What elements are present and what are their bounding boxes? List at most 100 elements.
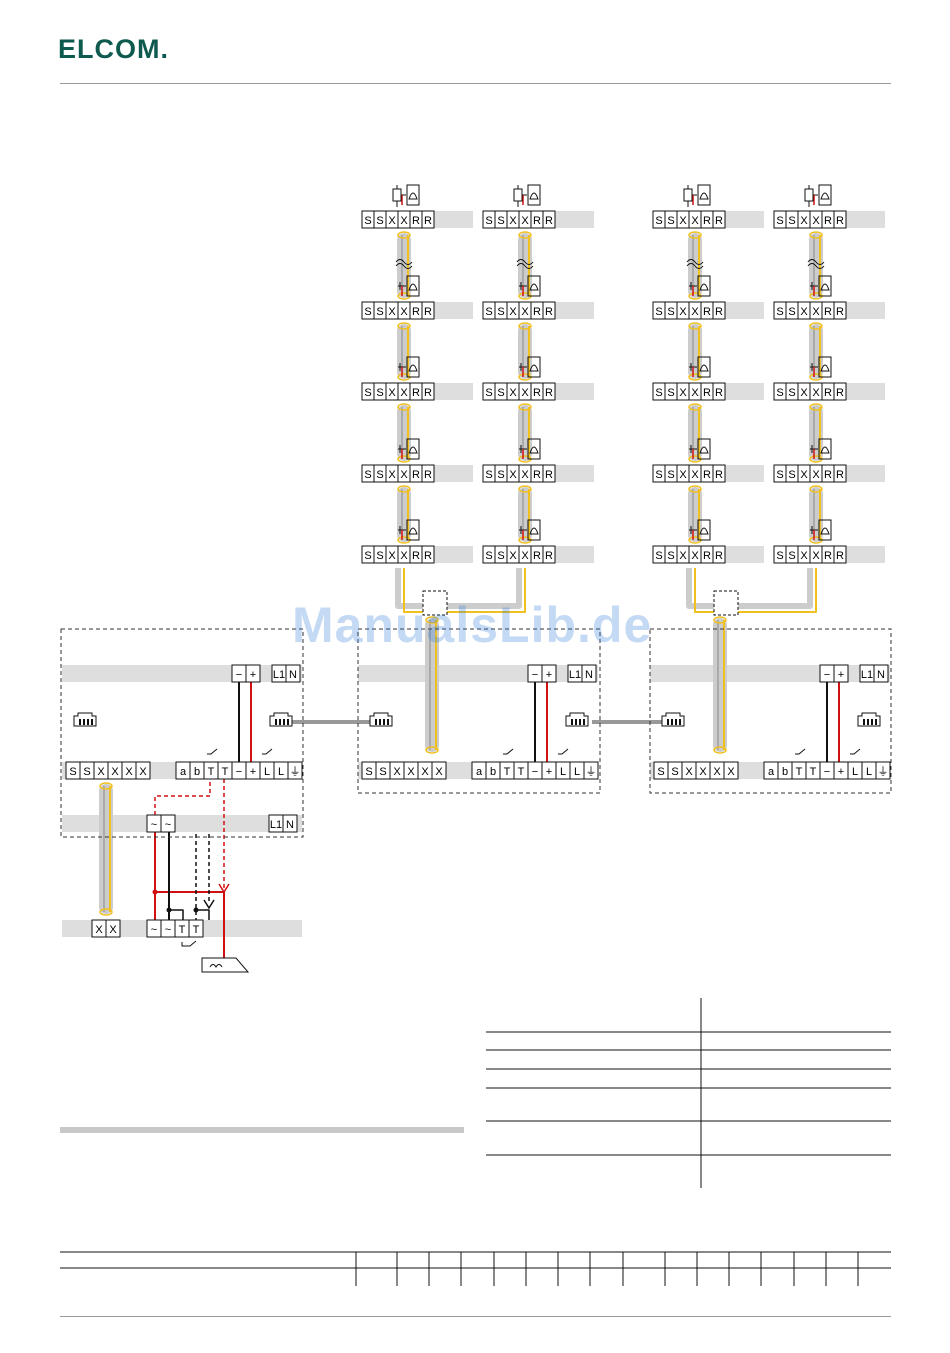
floor-terminal-label: X [812, 469, 820, 481]
floor-terminal-cell [833, 464, 847, 483]
floor-terminal-label: X [691, 387, 699, 399]
footer-divider [60, 1316, 891, 1317]
floor-terminal-label: R [412, 215, 420, 227]
unit-3-bus-terminal-label: X [699, 766, 707, 778]
rj-jack-pin [275, 719, 277, 725]
twist-mark [397, 403, 411, 411]
floor-terminal-label: R [424, 306, 432, 318]
rj-jack-pin [575, 719, 577, 725]
unit-2-right-terminal-label: T [504, 766, 511, 778]
twist-mark [518, 403, 532, 411]
floor-terminal-label: S [376, 215, 383, 227]
rj-jack-pin [875, 719, 877, 725]
bell-icon [820, 364, 830, 372]
bell-icon [408, 446, 418, 454]
button-frame [818, 184, 832, 206]
bus-cable-right [738, 568, 813, 609]
unit-3-bus-terminal-label: X [727, 766, 735, 778]
unit-3-right-terminal-label: + [838, 766, 844, 778]
unit-1-bus-terminal-label: X [139, 766, 147, 778]
floor-terminal-label: S [497, 306, 504, 318]
floor-terminal-label: S [667, 306, 674, 318]
floor-terminal-label: R [545, 215, 553, 227]
bell-push-symbol [519, 519, 541, 541]
floor-terminal-label: R [545, 306, 553, 318]
floor-terminal-cell [542, 301, 556, 320]
floor-terminal-label: R [715, 215, 723, 227]
rj-jack-pin [375, 719, 377, 725]
unit-1-right-terminal-cell [287, 761, 303, 780]
relay-contact-icon [207, 748, 218, 755]
bus-wire-left [694, 568, 714, 613]
twist-mark [425, 746, 439, 754]
trigger-bridge [196, 909, 210, 920]
bus-wire-left [403, 568, 423, 613]
floor-terminal-label: X [400, 306, 408, 318]
unit-1-right-terminal-label: L [278, 766, 284, 778]
rj-jack-pin [863, 719, 865, 725]
cable-break-mark [516, 263, 534, 269]
bus-cable-right [447, 568, 522, 609]
supply-input-terminal-label: ~ [165, 819, 171, 831]
button-frame [527, 519, 541, 541]
twist-mark [518, 231, 532, 239]
door-right-terminal-label: T [179, 924, 186, 936]
button-frame [697, 356, 711, 378]
cable-break-mark [686, 259, 704, 265]
floor-terminal-label: X [388, 550, 396, 562]
floor-terminal-label: R [824, 306, 832, 318]
floor-terminal-label: X [691, 215, 699, 227]
floor-terminal-label: X [388, 215, 396, 227]
floor-terminal-cell [542, 464, 556, 483]
unit-2-bus-terminal-label: X [435, 766, 443, 778]
bell-push-symbol [689, 275, 711, 297]
bell-icon [529, 527, 539, 535]
floor-terminal-label: S [485, 215, 492, 227]
unit-3-right-terminal-label: − [824, 766, 830, 778]
floor-terminal-label: S [788, 469, 795, 481]
twist-mark [809, 403, 823, 411]
relay-contact-icon [503, 748, 514, 755]
bell-push-symbol [810, 519, 832, 541]
floor-terminal-label: R [836, 387, 844, 399]
bell-icon [699, 446, 709, 454]
unit-3-frame [649, 628, 892, 794]
twist-mark [688, 231, 702, 239]
watermark-text: ManualsLib.de [292, 597, 653, 653]
door-xx-terminal-label: X [109, 924, 117, 936]
floor-terminal-cell [712, 382, 726, 401]
unit-2-right-terminal-label: L [560, 766, 566, 778]
door-opener-coil [209, 964, 223, 968]
floor-terminal-label: X [800, 469, 808, 481]
twist-mark [99, 908, 113, 916]
floor-terminal-label: R [824, 215, 832, 227]
floor-terminal-label: R [412, 469, 420, 481]
button-frame [697, 275, 711, 297]
floor-terminal-cell [542, 210, 556, 229]
unit-2-bus-terminal-label: X [407, 766, 415, 778]
bell-push-symbol [519, 275, 541, 297]
button-frame [406, 438, 420, 460]
unit-1-bus-terminal-label: S [69, 766, 76, 778]
unit-3-right-terminal-label: b [782, 766, 788, 778]
floor-terminal-label: X [800, 387, 808, 399]
floor-terminal-label: S [655, 387, 662, 399]
floor-terminal-label: S [485, 387, 492, 399]
floor-terminal-label: S [497, 387, 504, 399]
unit-1-right-terminal-label: T [208, 766, 215, 778]
floor-terminal-label: X [812, 550, 820, 562]
floor-terminal-label: X [509, 550, 517, 562]
opener-power-wire [154, 832, 225, 960]
rj-jack-pin [583, 719, 585, 725]
unit-2-power-terminal-label: + [546, 669, 552, 681]
unit-1-right-terminal-label: ⏚ [290, 765, 301, 778]
floor-terminal-cell [421, 545, 435, 564]
floor-terminal-label: R [424, 387, 432, 399]
floor-terminal-label: X [679, 215, 687, 227]
floor-terminal-label: R [715, 550, 723, 562]
rj-jack-pin [79, 719, 81, 725]
floor-terminal-label: R [533, 387, 541, 399]
rj-jack-pin [679, 719, 681, 725]
floor-terminal-label: X [679, 306, 687, 318]
